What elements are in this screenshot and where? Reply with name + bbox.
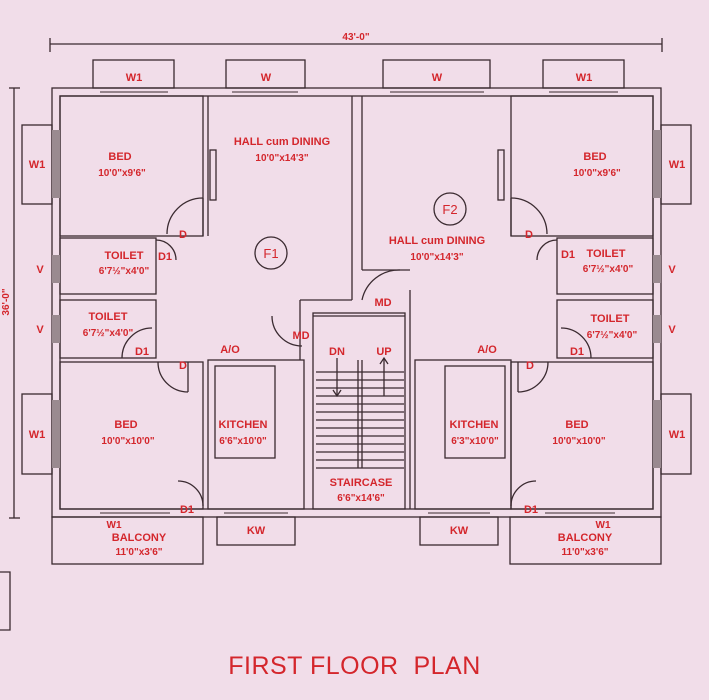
room-name-bed: BED	[583, 151, 606, 163]
window-w1-label: W1	[596, 520, 611, 531]
stair-up-label: UP	[376, 346, 391, 358]
stair-down-label: DN	[329, 346, 345, 358]
room-name-bed: BED	[108, 151, 131, 163]
kitchen-left-room	[207, 359, 305, 510]
room-name-kitchen: KITCHEN	[219, 419, 268, 431]
room-size-bed: 10'0"x9'6"	[573, 168, 621, 179]
room-name-toilet: TOILET	[591, 313, 630, 325]
vent-label: V	[668, 324, 676, 336]
vent-label: V	[36, 324, 44, 336]
door-label: D	[526, 360, 534, 372]
window-kw-left	[216, 516, 296, 546]
window-w-top-left	[225, 59, 306, 89]
door-label: D1	[570, 346, 584, 358]
room-size-toilet: 6'7½"x4'0"	[99, 266, 150, 277]
width-dimension-line	[49, 38, 663, 52]
room-size-bed: 10'0"x10'0"	[101, 436, 154, 447]
door-label: D1	[135, 346, 149, 358]
flat-label-f1: F1	[263, 246, 278, 261]
door-label: A/O	[477, 344, 497, 356]
balcony-right	[509, 516, 662, 565]
flat-marker-f2	[433, 192, 467, 226]
window-w1-label: W1	[669, 429, 686, 441]
door-swings	[121, 197, 592, 507]
door-label: D1	[158, 251, 172, 263]
room-name-toilet: TOILET	[89, 311, 128, 323]
room-size-bed: 10'0"x10'0"	[552, 436, 605, 447]
window-w-label: W	[261, 72, 272, 84]
room-size-staircase: 6'6"x14'6"	[337, 493, 385, 504]
room-name-hall: HALL cum DINING	[234, 136, 330, 148]
room-size-hall: 10'0"x14'3"	[255, 153, 308, 164]
room-size-kitchen: 6'6"x10'0"	[219, 436, 267, 447]
door-label: D1	[524, 504, 538, 516]
room-name-bed: BED	[565, 419, 588, 431]
window-kw-label: KW	[450, 525, 469, 537]
door-label: D	[525, 229, 533, 241]
room-size-bed: 10'0"x9'6"	[98, 168, 146, 179]
height-dimension-line	[9, 87, 20, 519]
room-size-toilet: 6'7½"x4'0"	[83, 328, 134, 339]
room-size-balcony: 11'0"x3'6"	[115, 547, 162, 558]
window-w-top-right	[382, 59, 491, 89]
door-label: MD	[292, 330, 309, 342]
vent-label: V	[36, 264, 44, 276]
vent-label: V	[668, 264, 676, 276]
plan-title: FIRST FLOOR PLAN	[228, 652, 481, 680]
window-w1-label: W1	[29, 429, 46, 441]
flat-marker-f1	[254, 236, 288, 270]
room-name-toilet: TOILET	[587, 248, 626, 260]
outer-wall	[51, 87, 662, 518]
window-w1-label: W1	[576, 72, 593, 84]
room-name-staircase: STAIRCASE	[330, 477, 393, 489]
stair-arrows	[332, 356, 389, 398]
stair-treads	[316, 371, 404, 469]
window-w1-label: W1	[107, 520, 122, 531]
door-label: D1	[180, 504, 194, 516]
door-label: D	[179, 360, 187, 372]
room-name-hall: HALL cum DINING	[389, 235, 485, 247]
window-w1-top-left	[92, 59, 175, 89]
door-label: D1	[561, 249, 575, 261]
window-kw-right	[419, 516, 499, 546]
room-size-toilet: 6'7½"x4'0"	[587, 330, 638, 341]
balcony-left	[51, 516, 204, 565]
staircase-room	[312, 312, 406, 510]
room-size-toilet: 6'7½"x4'0"	[583, 264, 634, 275]
door-label: MD	[374, 297, 391, 309]
room-size-balcony: 11'0"x3'6"	[561, 547, 608, 558]
width-dimension-label: 43'-0"	[342, 32, 369, 43]
bed-top-right-room	[510, 95, 654, 237]
bed-top-left-room	[59, 95, 204, 237]
window-w1-top-right	[542, 59, 625, 89]
height-dimension-label: 36'-0"	[1, 288, 12, 315]
window-w1-label: W1	[669, 159, 686, 171]
window-w1-label: W1	[126, 72, 143, 84]
room-name-balcony: BALCONY	[112, 532, 167, 544]
room-name-kitchen: KITCHEN	[450, 419, 499, 431]
window-w1-label: W1	[29, 159, 46, 171]
kitchen-right-room	[414, 359, 512, 510]
outer-wall-inner	[59, 95, 654, 510]
window-kw-label: KW	[247, 525, 266, 537]
room-name-toilet: TOILET	[105, 250, 144, 262]
room-name-bed: BED	[114, 419, 137, 431]
room-size-hall: 10'0"x14'3"	[410, 252, 463, 263]
flat-label-f2: F2	[442, 202, 457, 217]
door-label: D	[179, 229, 187, 241]
door-label: A/O	[220, 344, 240, 356]
window-w-label: W	[432, 72, 443, 84]
room-name-balcony: BALCONY	[558, 532, 613, 544]
room-size-kitchen: 6'3"x10'0"	[451, 436, 499, 447]
